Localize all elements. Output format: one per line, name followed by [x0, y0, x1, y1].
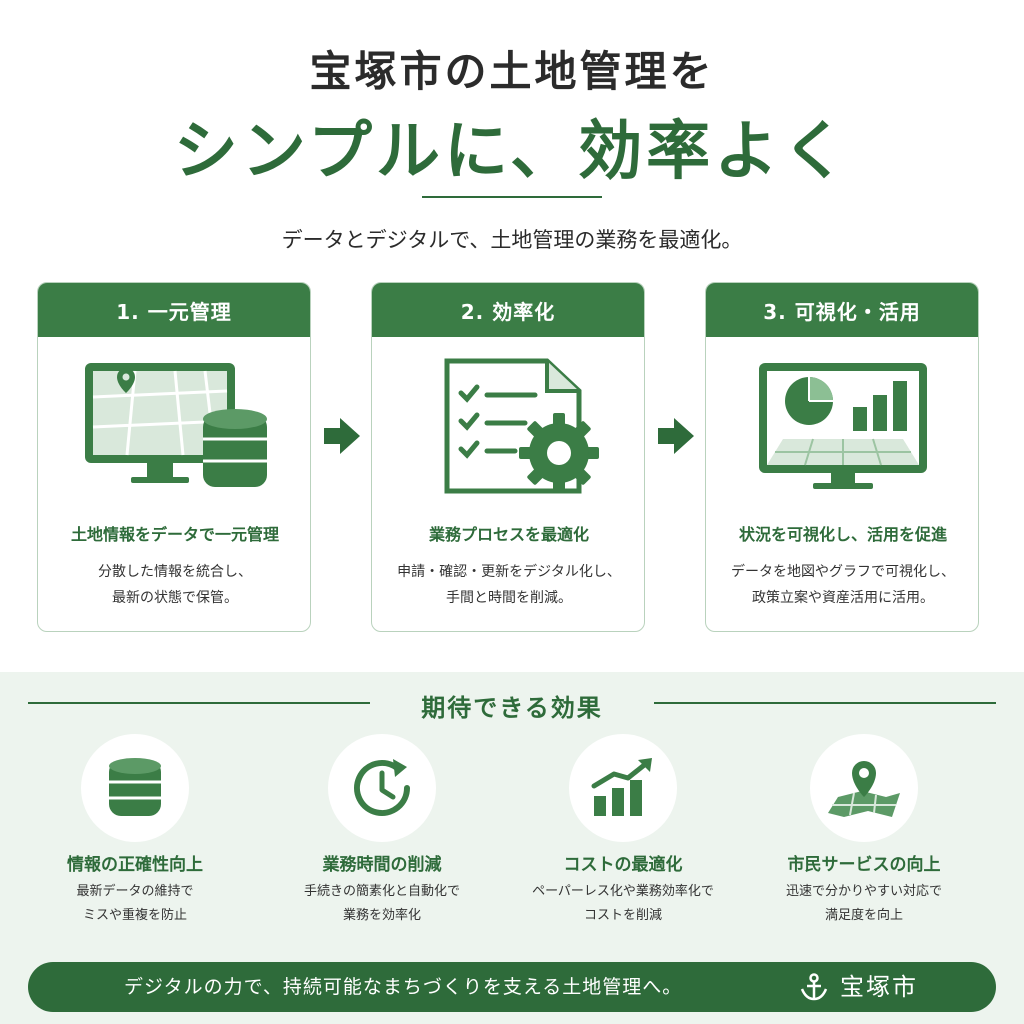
growth-chart-icon — [569, 734, 677, 842]
step-card-title: 状況を可視化し、活用を促進 — [738, 525, 947, 544]
title-divider — [422, 196, 602, 198]
monitor-chart-icon — [706, 357, 978, 497]
page-title-line2: シンプルに、効率よく — [173, 115, 851, 189]
page-title-line1: 宝塚市の土地管理を — [309, 47, 715, 96]
page-subtitle: データとデジタルで、土地管理の業務を最適化。 — [281, 228, 743, 252]
checklist-gear-icon — [372, 357, 644, 497]
database-icon — [81, 734, 189, 842]
step-card-desc: 分散した情報を統合し、 最新の状態で保管。 — [38, 559, 310, 611]
arrow-right-icon — [658, 418, 694, 454]
effect-item-accuracy: 情報の正確性向上 最新データの維持で ミスや重複を防止 — [15, 734, 255, 934]
desc-line: 最新データの維持で — [76, 884, 194, 899]
step-card-label: 2. 効率化 — [372, 283, 644, 337]
step-card-title: 業務プロセスを最適化 — [428, 525, 589, 544]
step-card-2: 2. 効率化 — [371, 282, 645, 632]
desc-line: 迅速で分かりやすい対応で — [785, 884, 942, 899]
effect-name: 市民サービスの向上 — [787, 855, 941, 875]
desc-line: ミスや重複を防止 — [82, 908, 187, 923]
step-card-title: 土地情報をデータで一元管理 — [70, 525, 279, 544]
map-pin-icon — [810, 734, 918, 842]
footer-city-name: 宝塚市 — [840, 973, 918, 1001]
effect-item-cost: コストの最適化 ペーパーレス化や業務効率化で コストを削減 — [503, 734, 743, 934]
step-card-1: 1. 一元管理 土地情報をデータで一元管理 分散した情報を統合し、 最新の状態で… — [37, 282, 311, 632]
desc-line: 業務を効率化 — [342, 908, 421, 923]
effect-desc: 手続きの簡素化と自動化で 業務を効率化 — [262, 880, 502, 928]
step-card-label: 3. 可視化・活用 — [706, 283, 978, 337]
effect-desc: 迅速で分かりやすい対応で 満足度を向上 — [744, 880, 984, 928]
step-card-desc: 申請・確認・更新をデジタル化し、 手間と時間を削減。 — [372, 559, 644, 611]
desc-line: 手続きの簡素化と自動化で — [303, 884, 460, 899]
effects-divider-left — [28, 702, 370, 704]
desc-line: 分散した情報を統合し、 — [98, 564, 252, 580]
desc-line: コストを削減 — [583, 908, 662, 923]
desc-line: 申請・確認・更新をデジタル化し、 — [397, 564, 621, 580]
desc-line: 満足度を向上 — [824, 908, 903, 923]
effects-heading: 期待できる効果 — [421, 694, 603, 722]
effect-desc: 最新データの維持で ミスや重複を防止 — [15, 880, 255, 928]
monitor-map-database-icon — [38, 357, 310, 497]
step-card-desc: データを地図やグラフで可視化し、 政策立案や資産活用に活用。 — [706, 559, 978, 611]
step-card-3: 3. 可視化・活用 状況を可視化し、活用を促進 データを地図やグラフで可視化し、 — [705, 282, 979, 632]
desc-line: 政策立案や資産活用に活用。 — [752, 590, 934, 606]
effect-name: 情報の正確性向上 — [67, 855, 203, 875]
clock-icon — [328, 734, 436, 842]
effect-name: 業務時間の削減 — [322, 855, 442, 875]
footer-banner: デジタルの力で、持続可能なまちづくりを支える土地管理へ。 宝塚市 — [28, 962, 996, 1012]
effect-item-time: 業務時間の削減 手続きの簡素化と自動化で 業務を効率化 — [262, 734, 502, 934]
arrow-right-icon — [324, 418, 360, 454]
effect-desc: ペーパーレス化や業務効率化で コストを削減 — [503, 880, 743, 928]
effect-name: コストの最適化 — [563, 855, 683, 875]
desc-line: 最新の状態で保管。 — [112, 590, 238, 606]
desc-line: ペーパーレス化や業務効率化で — [532, 884, 714, 899]
footer-text: デジタルの力で、持続可能なまちづくりを支える土地管理へ。 — [124, 976, 683, 998]
desc-line: 手間と時間を削減。 — [446, 590, 572, 606]
takarazuka-city-emblem-icon — [800, 973, 828, 1001]
effects-divider-right — [654, 702, 996, 704]
desc-line: データを地図やグラフで可視化し、 — [731, 564, 955, 580]
step-card-label: 1. 一元管理 — [38, 283, 310, 337]
effect-item-service: 市民サービスの向上 迅速で分かりやすい対応で 満足度を向上 — [744, 734, 984, 934]
